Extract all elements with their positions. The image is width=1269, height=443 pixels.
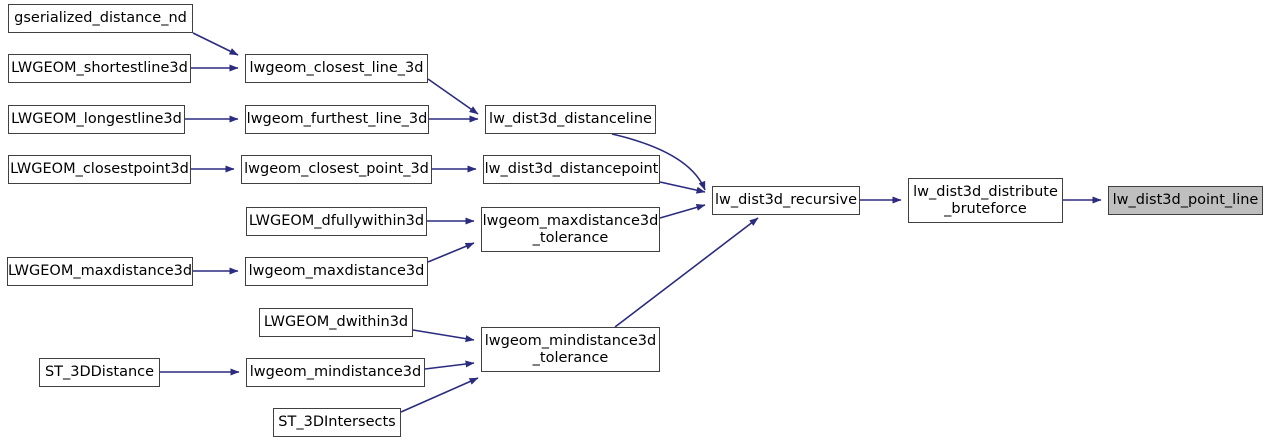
graph-node-lw-dist3d-point-line[interactable]: lw_dist3d_point_line: [1108, 186, 1263, 215]
graph-node-lw-dist3d-distancepoint[interactable]: lw_dist3d_distancepoint: [483, 155, 660, 184]
graph-node-lwgeom-maxdistance3d[interactable]: lwgeom_maxdistance3d: [245, 257, 428, 286]
graph-edge: [659, 203, 706, 219]
graph-node-label: lwgeom_maxdistance3d _tolerance: [482, 213, 659, 246]
graph-node-lwgeom-closestpoint3d[interactable]: LWGEOM_closestpoint3d: [8, 155, 191, 184]
graph-node-label: LWGEOM_dwithin3d: [263, 314, 409, 331]
graph-node-label: lwgeom_closest_point_3d: [244, 161, 429, 178]
graph-edge: [427, 242, 475, 263]
graph-node-label: ST_3DDistance: [44, 364, 155, 381]
graph-edge: [427, 78, 479, 115]
graph-node-label: LWGEOM_dfullywithin3d: [248, 213, 425, 230]
graph-node-lwgeom-dfullywithin3d[interactable]: LWGEOM_dfullywithin3d: [246, 207, 427, 236]
graph-node-gserialized-distance-nd[interactable]: gserialized_distance_nd: [8, 4, 193, 33]
graph-node-label: LWGEOM_shortestline3d: [11, 60, 188, 77]
graph-node-lwgeom-mindistance3d-tolerance[interactable]: lwgeom_mindistance3d _tolerance: [481, 327, 660, 372]
graph-node-label: lwgeom_mindistance3d: [249, 364, 422, 381]
graph-node-lw-dist3d-distribute-bruteforce[interactable]: lw_dist3d_distribute _bruteforce: [908, 178, 1063, 223]
graph-node-st-3dintersects[interactable]: ST_3DIntersects: [273, 408, 401, 437]
graph-node-st-3ddistance[interactable]: ST_3DDistance: [39, 358, 160, 387]
graph-node-label: lw_dist3d_recursive: [714, 192, 858, 209]
graph-node-label: lw_dist3d_distancepoint: [484, 161, 659, 178]
graph-node-lwgeom-maxdistance3d[interactable]: LWGEOM_maxdistance3d: [7, 257, 193, 286]
graph-node-lwgeom-longestline3d[interactable]: LWGEOM_longestline3d: [8, 105, 185, 134]
graph-node-label: ST_3DIntersects: [278, 414, 396, 431]
graph-node-label: LWGEOM_longestline3d: [11, 111, 182, 128]
graph-node-label: lwgeom_maxdistance3d: [248, 263, 425, 280]
graph-node-label: LWGEOM_closestpoint3d: [10, 161, 189, 178]
graph-node-label: gserialized_distance_nd: [14, 10, 187, 27]
graph-node-label: lw_dist3d_distribute _bruteforce: [913, 184, 1058, 217]
graph-node-lwgeom-maxdistance3d-tolerance[interactable]: lwgeom_maxdistance3d _tolerance: [481, 207, 660, 252]
graph-node-lwgeom-furthest-line-3d[interactable]: lwgeom_furthest_line_3d: [245, 105, 429, 134]
graph-node-label: lw_dist3d_distanceline: [489, 111, 652, 128]
graph-node-lwgeom-dwithin3d[interactable]: LWGEOM_dwithin3d: [259, 308, 413, 337]
graph-node-label: lwgeom_closest_line_3d: [249, 60, 424, 77]
graph-node-lwgeom-mindistance3d[interactable]: lwgeom_mindistance3d: [246, 358, 425, 387]
graph-edge: [424, 360, 475, 370]
graph-edge: [412, 329, 475, 343]
graph-node-lwgeom-closest-point-3d[interactable]: lwgeom_closest_point_3d: [241, 155, 432, 184]
graph-node-lwgeom-shortestline3d[interactable]: LWGEOM_shortestline3d: [8, 54, 191, 83]
graph-edge: [192, 32, 239, 56]
graph-node-lw-dist3d-distanceline[interactable]: lw_dist3d_distanceline: [485, 105, 656, 134]
graph-node-lw-dist3d-recursive[interactable]: lw_dist3d_recursive: [712, 186, 860, 215]
graph-node-lwgeom-closest-line-3d[interactable]: lwgeom_closest_line_3d: [245, 54, 428, 83]
graph-node-label: lwgeom_furthest_line_3d: [246, 111, 428, 128]
graph-edge: [659, 181, 706, 194]
graph-node-label: lw_dist3d_point_line: [1112, 192, 1259, 209]
graph-node-label: lwgeom_mindistance3d _tolerance: [484, 333, 657, 366]
graph-node-label: LWGEOM_maxdistance3d: [7, 263, 193, 280]
